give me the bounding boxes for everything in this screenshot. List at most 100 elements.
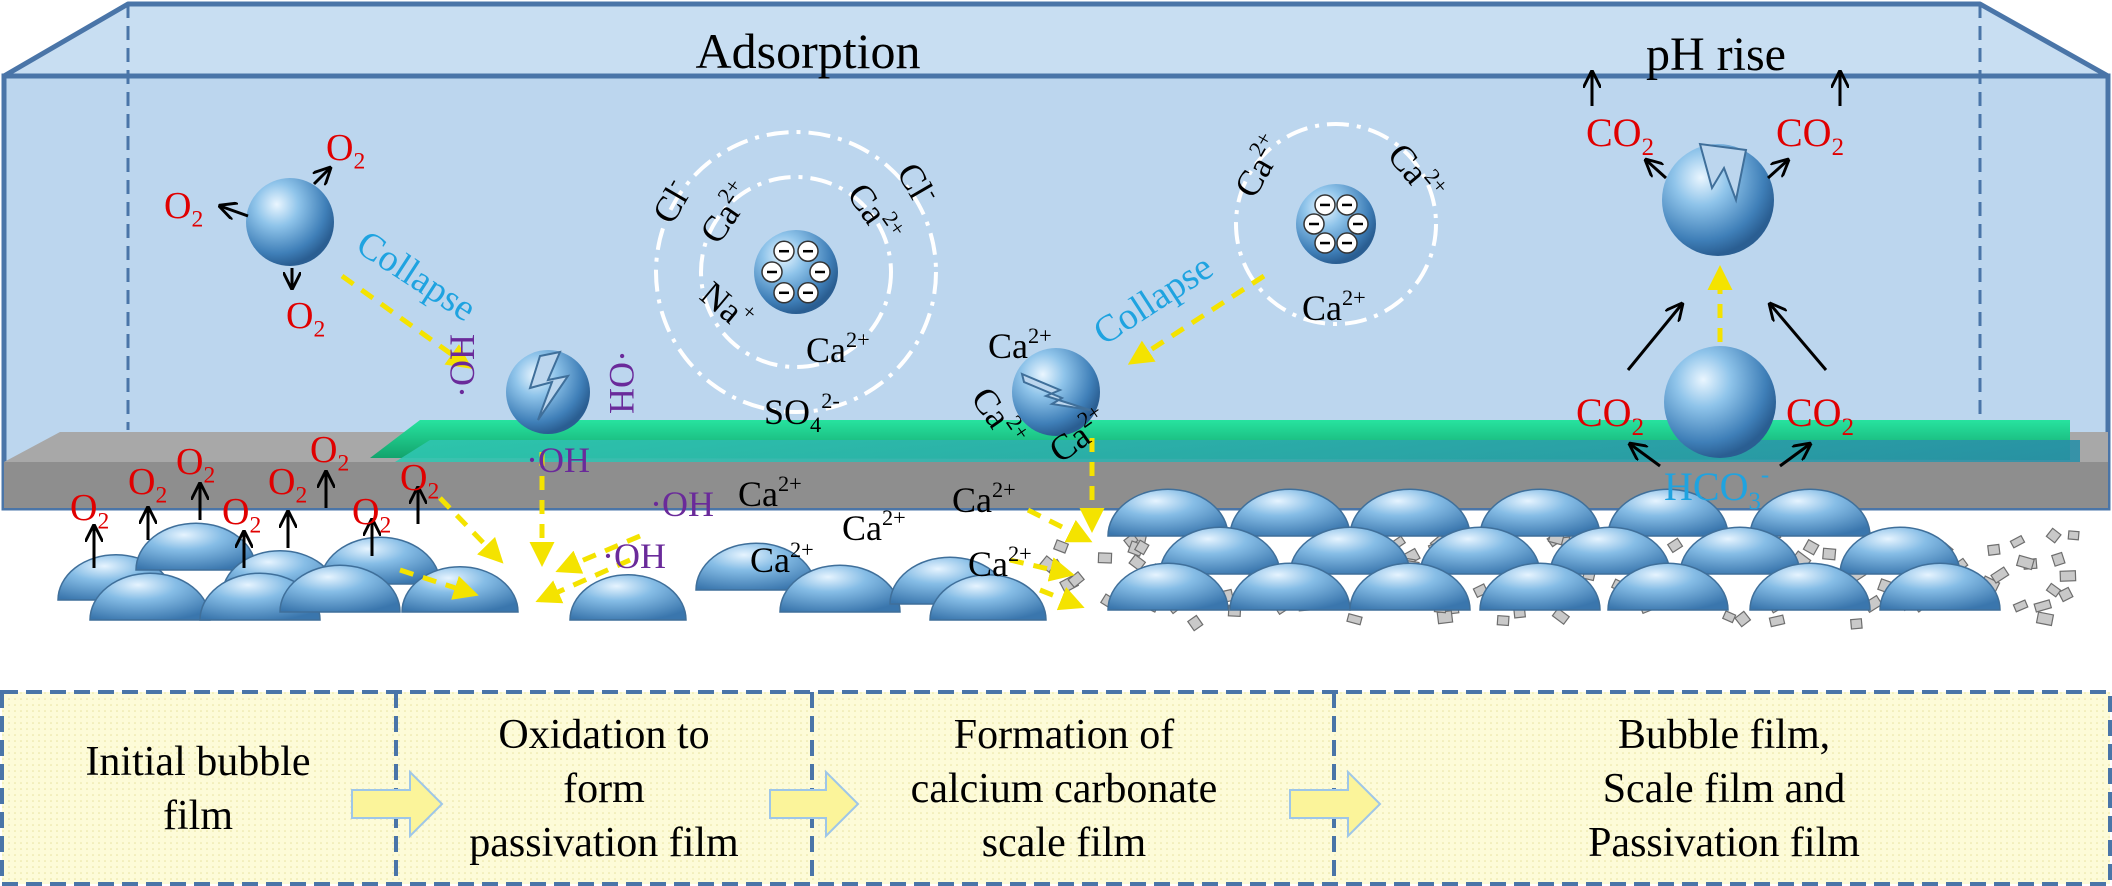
o2-label: O2 bbox=[352, 491, 391, 538]
collapsing-bubble-scale bbox=[1012, 348, 1100, 436]
bubble-dome bbox=[1879, 562, 2001, 611]
calcium-ion-label: Ca2+ bbox=[806, 327, 870, 370]
negative-charge-icon bbox=[1347, 213, 1369, 235]
bubble-dome bbox=[1107, 488, 1229, 537]
bubble-dome bbox=[1679, 526, 1801, 575]
stage-captions: Initial bubble film Oxidation to form passiv… bbox=[85, 712, 1860, 866]
hydroxyl-radical-label: ·OH bbox=[650, 484, 714, 524]
stage-caption-line: form bbox=[563, 766, 645, 812]
scale-crystal bbox=[1987, 543, 2001, 556]
bubble-dome bbox=[1419, 526, 1541, 575]
metal-substrate bbox=[4, 420, 2108, 508]
scale-crystal bbox=[1186, 614, 1204, 632]
scale-crystal bbox=[1128, 553, 1147, 572]
bubble-dome bbox=[1349, 488, 1471, 537]
bubble-dome bbox=[1107, 562, 1229, 611]
negative-charge-icon bbox=[761, 261, 783, 283]
calcium-ion-label: Ca2+ bbox=[968, 541, 1032, 584]
negative-charge-icon bbox=[773, 240, 795, 262]
o2-label: O2 bbox=[70, 487, 109, 534]
scale-crystal bbox=[1850, 618, 1863, 630]
calcium-ion-label: Ca2+ bbox=[842, 505, 906, 548]
scale-crystal bbox=[1551, 607, 1571, 626]
bubble-dome bbox=[1479, 488, 1601, 537]
negative-charge-icon bbox=[797, 282, 819, 304]
scale-crystal bbox=[2012, 599, 2029, 613]
o2-label: O2 bbox=[164, 185, 203, 232]
co2-bubble bbox=[1664, 346, 1776, 458]
calcium-ion-label: Ca2+ bbox=[738, 471, 802, 514]
negative-charge-icon bbox=[1314, 232, 1336, 254]
stage-caption-line: Bubble film, bbox=[1618, 712, 1830, 758]
stage-arrow-icon bbox=[351, 769, 444, 839]
scale-crystal bbox=[2045, 527, 2062, 544]
calcium-ion-label: Ca2+ bbox=[1302, 285, 1366, 328]
co2-label: CO2 bbox=[1776, 110, 1844, 161]
passivation-layer bbox=[395, 440, 2080, 462]
scale-crystal bbox=[1768, 614, 1786, 628]
stage-caption: Oxidation to form passivation film bbox=[469, 712, 739, 866]
negative-charge-icon bbox=[809, 261, 831, 283]
calcium-ion-label: Ca2+ bbox=[952, 477, 1016, 520]
scale-crystal bbox=[2035, 611, 2055, 627]
o2-label: O2 bbox=[400, 457, 439, 504]
crack-icon bbox=[1020, 372, 1091, 411]
scale-crystal bbox=[1802, 538, 1820, 556]
bubble-dome bbox=[1229, 488, 1351, 537]
scale-crystal bbox=[1097, 552, 1113, 564]
bubble-dome bbox=[1839, 526, 1961, 575]
stage-arrow-icon bbox=[769, 769, 860, 839]
co2-label: CO2 bbox=[1786, 390, 1854, 441]
scale-crystal bbox=[2009, 534, 2026, 549]
bubble-dome bbox=[1289, 526, 1411, 575]
scale-crystal bbox=[1734, 610, 1752, 628]
calcium-ion-label: Ca2+ bbox=[750, 537, 814, 580]
chemical-labels: O2O2O2O2O2O2O2O2O2O2O2·OH·OH·OH·OH·OHCl-… bbox=[70, 110, 1854, 584]
scale-crystal bbox=[2045, 582, 2062, 598]
scale-crystal bbox=[1346, 613, 1363, 626]
negative-charge-icon bbox=[1336, 194, 1358, 216]
crack-icon bbox=[528, 350, 571, 421]
o2-label: O2 bbox=[176, 441, 215, 488]
scale-crystal bbox=[2057, 586, 2074, 603]
bubble-dome bbox=[279, 564, 401, 613]
bicarbonate-ion-label: HCO3- bbox=[1664, 461, 1769, 514]
sulfate-ion-label: SO42- bbox=[764, 388, 840, 437]
bubble-dome bbox=[1549, 526, 1671, 575]
stage-caption-line: film bbox=[163, 793, 233, 839]
o2-label: O2 bbox=[286, 295, 325, 342]
stage-arrow-icon bbox=[1289, 769, 1382, 839]
stage-caption-line: Formation of bbox=[954, 712, 1174, 758]
tank-top-face bbox=[1, 1, 2111, 79]
scale-crystal bbox=[2050, 551, 2066, 567]
negative-charge-icon bbox=[797, 240, 819, 262]
stage-caption-line: Scale film and bbox=[1603, 766, 1846, 812]
adsorption-title: Adsorption bbox=[696, 23, 921, 79]
stage-caption-line: Oxidation to bbox=[498, 712, 709, 758]
negative-charge-icon bbox=[773, 282, 795, 304]
bubble-dome bbox=[1607, 488, 1729, 537]
stage-caption-line: Initial bubble bbox=[85, 739, 310, 785]
yellow-dashed-arrows bbox=[340, 265, 1733, 611]
scale-crystal bbox=[1990, 566, 2010, 584]
scale-crystal bbox=[1822, 547, 1837, 561]
burst-gap-icon bbox=[1698, 142, 1748, 204]
substrate-front bbox=[4, 462, 2108, 508]
bubble-dome bbox=[1607, 562, 1729, 611]
hydroxyl-radical-label: ·OH bbox=[602, 536, 666, 576]
scale-crystal bbox=[2033, 599, 2053, 613]
scale-crystal bbox=[1133, 539, 1150, 556]
bubble-dome bbox=[569, 574, 687, 621]
collapsing-bubble-oxidation bbox=[506, 350, 590, 434]
bubble-dome bbox=[135, 522, 257, 571]
o2-label: O2 bbox=[310, 429, 349, 476]
negative-charge-icon bbox=[1303, 213, 1325, 235]
scale-crystal bbox=[1052, 539, 1070, 554]
stage-caption-line: passivation film bbox=[469, 820, 739, 866]
scale-crystal bbox=[2015, 554, 2035, 571]
scale-crystal bbox=[2059, 570, 2077, 582]
co2-label: CO2 bbox=[1576, 390, 1644, 441]
hydroxyl-radical-label: ·OH bbox=[442, 334, 482, 398]
calcium-ion-label: Ca2+ bbox=[988, 323, 1052, 366]
